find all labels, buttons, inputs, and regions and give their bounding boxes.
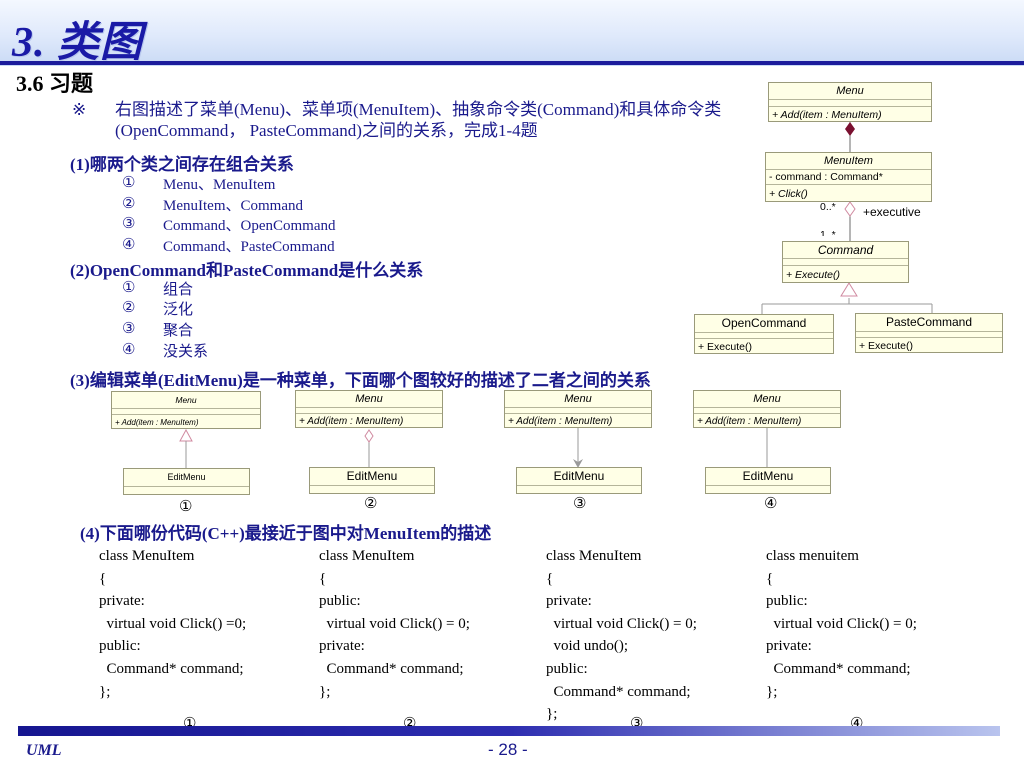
question-2: (2)OpenCommand和PasteCommand是什么关系 [70,261,424,280]
q2-option-num: ③ [122,321,136,337]
class-name: Menu [769,83,931,100]
q3-diagram3-menu: Menu + Add(item : MenuItem) [504,390,652,428]
main-class-diagram [761,122,933,314]
q3-diagram1-editmenu: EditMenu [123,468,250,495]
class-pastecommand: PasteCommand + Execute() [855,313,1003,353]
multiplicity-top: 0..* [820,201,836,213]
code-option-4: class menuitem { public: virtual void Cl… [766,548,917,700]
class-opencommand: OpenCommand + Execute() [694,314,834,354]
q3-option-label: ② [364,496,378,512]
operation: + Add(item : MenuItem) [697,416,802,427]
class-name: Menu [505,391,651,408]
operation: + Execute() [698,341,752,353]
q1-option-text: Menu、MenuItem [163,177,276,193]
class-name: Command [783,242,908,259]
footer-bar [18,726,1000,736]
operation: + Add(item : MenuItem) [299,416,404,427]
q3-diagram2-menu: Menu + Add(item : MenuItem) [295,390,443,428]
q2-option-num: ④ [122,342,136,358]
class-menu: Menu + Add(item : MenuItem) [768,82,932,122]
footer-label: UML [26,742,62,759]
class-name: Menu [296,391,442,408]
code-option-1: class MenuItem { private: virtual void C… [99,548,247,700]
q1-option-text: MenuItem、Command [163,198,303,214]
aggregation-diamond [844,201,856,217]
q1-option-num: ② [122,196,136,212]
page-number: - 28 - [488,740,528,759]
composition-diamond [845,122,855,136]
q3-diagram2-editmenu: EditMenu [309,467,435,494]
q2-option-text: 泛化 [163,302,194,318]
question-1: (1)哪两个类之间存在组合关系 [70,155,294,174]
operation: + Add(item : MenuItem) [772,109,882,121]
q2-option-text: 组合 [163,282,194,298]
class-name: PasteCommand [856,314,1002,332]
class-name: EditMenu [310,468,434,486]
multiplicity-bottom: 1..* [820,229,836,236]
class-command: Command + Execute() [782,241,909,283]
attribute: - command : Command* [766,170,931,185]
class-name: Menu [694,391,840,408]
slide-title: 3. 类图 [12,20,144,66]
class-name: EditMenu [517,468,641,486]
q3-diagram3-editmenu: EditMenu [516,467,642,494]
class-name: Menu [112,392,260,409]
operation: + Execute() [786,269,840,281]
title-bar [0,0,1024,66]
q3-option-label: ③ [573,496,587,512]
q2-option-num: ① [122,280,136,296]
operation: + Add(item : MenuItem) [508,416,613,427]
operation: + Execute() [859,340,913,352]
q2-option-num: ② [122,300,136,316]
q2-option-text: 没关系 [163,344,209,360]
q1-option-text: Command、PasteCommand [163,239,335,255]
section-title: 3.6 习题 [16,71,94,96]
q3-diagram4-arrow [766,428,768,468]
q1-option-text: Command、OpenCommand [163,218,336,234]
title-underline [0,61,1024,65]
q3-diagram4-menu: Menu + Add(item : MenuItem) [693,390,841,428]
q3-diagram1-menu: Menu + Add(item : MenuItem) [111,391,261,429]
q3-option-label: ④ [764,496,778,512]
question-4: (4)下面哪份代码(C++)最接近于图中对MenuItem的描述 [80,524,492,543]
code-option-3: class MenuItem { private: virtual void C… [546,548,697,723]
class-name: EditMenu [124,469,249,487]
class-name: EditMenu [706,468,830,486]
q2-option-text: 聚合 [163,323,194,339]
q1-option-num: ③ [122,216,136,232]
q1-option-num: ① [122,175,136,191]
role-name: +executive [863,205,921,219]
question-3: (3)编辑菜单(EditMenu)是一种菜单，下面哪个图较好的描述了二者之间的关… [70,371,651,390]
generalization-arrow [840,282,858,297]
q3-option-label: ① [179,499,193,515]
class-name: OpenCommand [695,315,833,333]
q3-diagram2-arrow [364,429,374,468]
q1-option-num: ④ [122,237,136,253]
q3-diagram4-editmenu: EditMenu [705,467,831,494]
code-option-2: class MenuItem { public: virtual void Cl… [319,548,470,700]
reference-mark: ※ [72,100,87,119]
class-name: MenuItem [766,153,931,170]
class-menuitem: MenuItem - command : Command* + Click() [765,152,932,202]
operation: + Add(item : MenuItem) [115,418,199,427]
intro-text: 右图描述了菜单(Menu)、菜单项(MenuItem)、抽象命令类(Comman… [115,100,722,140]
q3-diagram1-arrow [179,429,193,469]
q3-diagram3-arrow [573,428,583,468]
operation: + Click() [769,188,808,200]
